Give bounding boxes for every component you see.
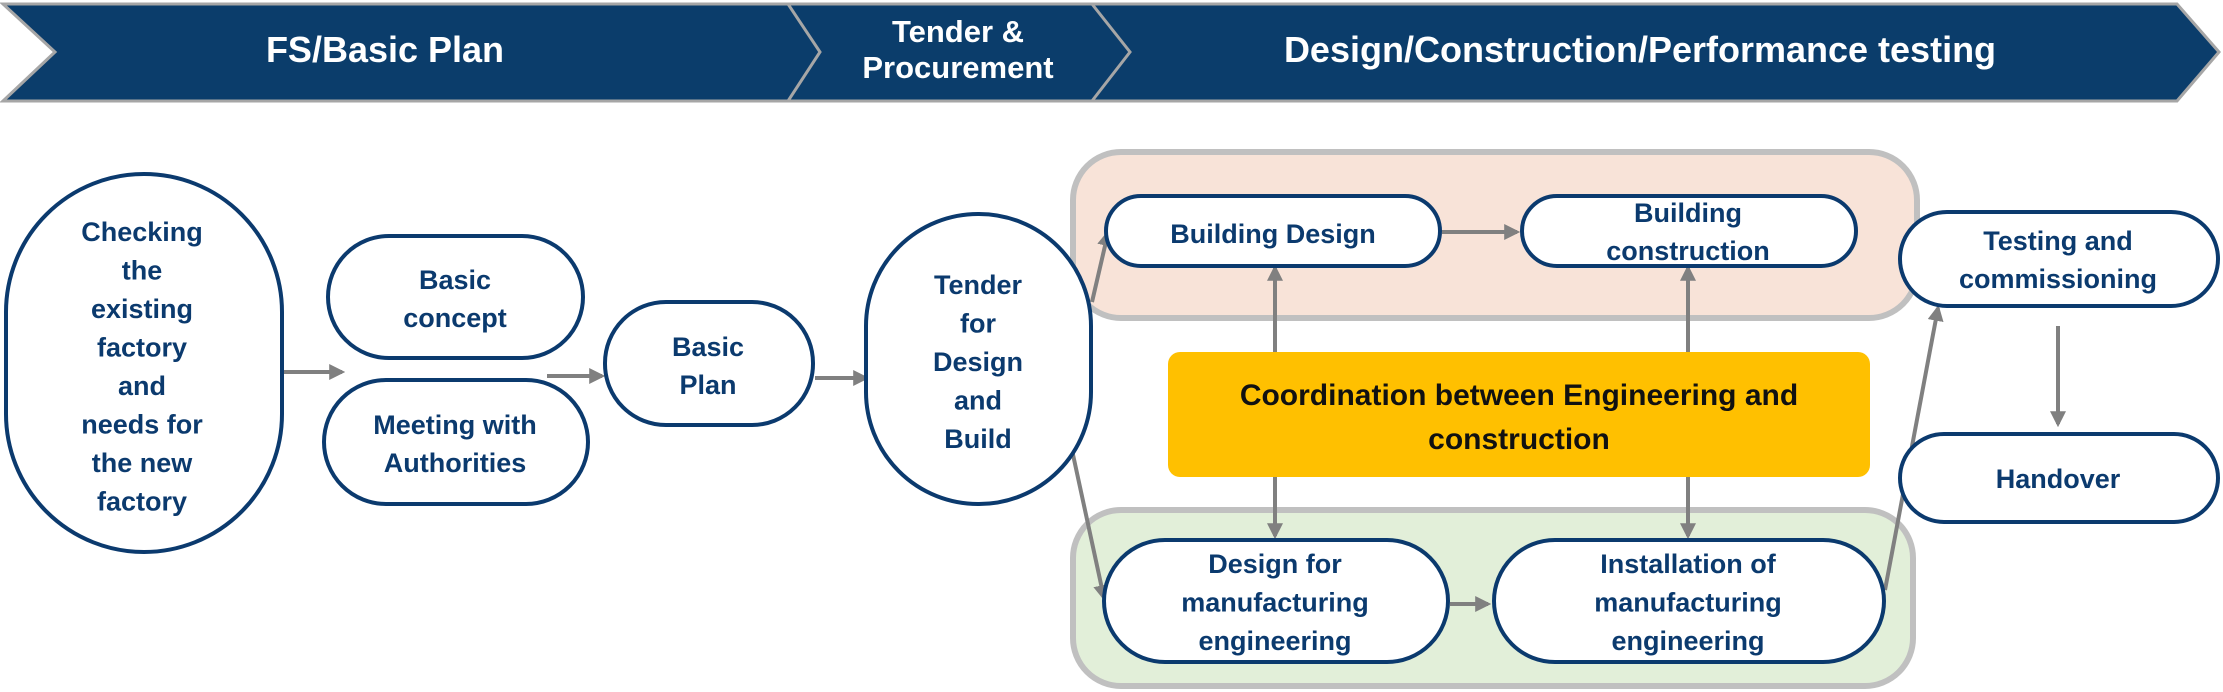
coordination-label: Coordination between Engineering and cons… [1240,379,1798,456]
text-line: commissioning [1959,264,2157,294]
arrow-tender-to-building-design [1090,229,1113,303]
node-checking-label: Checking the existing factory and needs for th… [81,217,203,517]
text-line: Building Design [1170,219,1376,249]
text-line: the [122,256,163,286]
text-line: Design/Construction/Performance testing [1284,29,1996,70]
text-line: construction [1606,236,1770,266]
node-basic-concept-label: Basic concept [403,265,507,333]
text-line: concept [403,303,507,333]
phase-label-design: Design/Construction/Performance testing [1284,29,1996,70]
text-line: Tender & [892,14,1024,49]
text-line: Design for [1208,549,1342,579]
text-line: Basic [672,332,744,362]
arrow-tender-to-design-mfg [1070,449,1110,602]
text-line: for [960,309,996,339]
text-line: manufacturing [1181,588,1369,618]
node-building-design: Building Design [1104,194,1442,268]
text-line: needs for [81,410,203,440]
node-testing-label: Testing and commissioning [1959,226,2157,294]
text-line: Tender [934,270,1023,300]
node-handover: Handover [1898,432,2220,524]
node-building-construction: Building construction [1520,194,1858,268]
text-line: Procurement [862,50,1053,85]
text-line: Checking [81,217,203,247]
text-line: Coordination between Engineering and [1240,379,1798,412]
text-line: and [118,371,166,401]
node-install-mfg: Installation of manufacturing engineering [1492,538,1886,664]
phase-label-fs: FS/Basic Plan [266,29,504,70]
text-line: Design [933,347,1023,377]
node-testing-commissioning: Testing and commissioning [1898,210,2220,308]
text-line: engineering [1198,626,1351,656]
text-line: factory [97,487,187,517]
text-line: Testing and [1983,226,2133,256]
text-line: FS/Basic Plan [266,29,504,70]
text-line: Meeting with [373,410,537,440]
node-checking: Checking the existing factory and needs for th… [4,172,284,554]
text-line: Plan [679,370,736,400]
text-line: existing [91,294,193,324]
text-line: Authorities [384,448,527,478]
phase-banner-fs: FS/Basic Plan [0,2,834,103]
text-line: manufacturing [1594,588,1782,618]
node-building-design-label: Building Design [1170,219,1376,249]
text-line: and [954,386,1002,416]
phase-banner-tender: Tender &Procurement [785,2,1138,103]
text-line: Build [944,424,1012,454]
coordination-box [1168,352,1870,477]
node-design-mfg: Design for manufacturing engineering [1102,538,1450,664]
node-design-mfg-label: Design for manufacturing engineering [1181,549,1369,656]
node-install-mfg-label: Installation of manufacturing engineering [1594,549,1782,656]
text-line: Handover [1996,464,2121,494]
text-line: Basic [419,265,491,295]
node-building-construction-label: Building construction [1606,198,1770,266]
text-line: Building [1634,198,1742,228]
node-basic-concept: Basic concept [326,234,585,360]
text-line: construction [1428,423,1610,456]
text-line: factory [97,333,187,363]
text-line: Installation of [1600,549,1777,579]
text-line: the new [92,448,194,478]
node-handover-label: Handover [1996,464,2121,494]
phase-label-tender: Tender &Procurement [862,14,1053,85]
text-line: engineering [1611,626,1764,656]
phase-banner-design: Design/Construction/Performance testing [1088,2,2221,103]
